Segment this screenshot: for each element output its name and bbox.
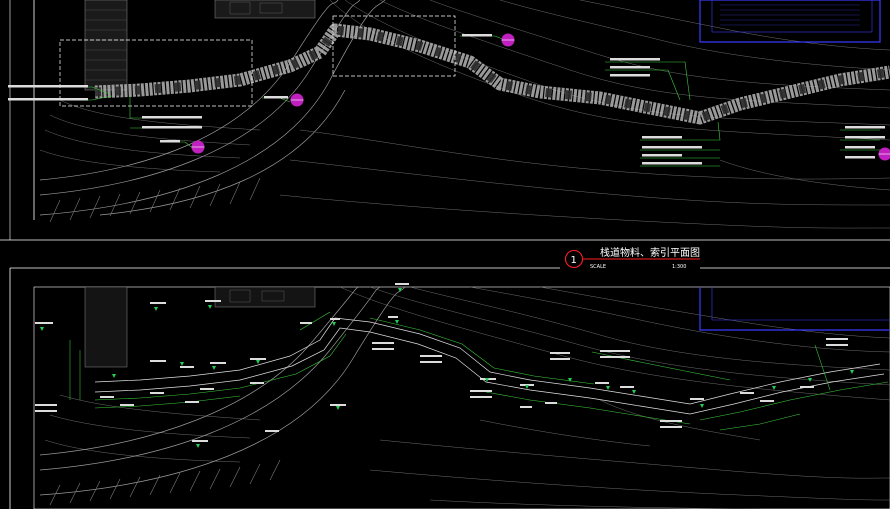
elevation-triangle-icon (772, 386, 776, 390)
elevation-triangle-icon (606, 386, 610, 390)
elevation-triangle-icon (208, 305, 212, 309)
top-hatching (49, 177, 261, 223)
elevation-triangle-icon (336, 406, 340, 410)
elevation-triangle-icon (395, 320, 399, 324)
section-number: 1 (571, 255, 577, 266)
elevation-triangle-icon (180, 362, 184, 366)
elevation-triangle-icon (808, 378, 812, 382)
bottom-road (39, 286, 406, 496)
elevation-triangle-icon (398, 288, 402, 292)
top-viewport (0, 0, 890, 241)
bottom-plaza (84, 286, 316, 368)
top-walkway (94, 23, 890, 125)
elevation-triangle-icon (154, 307, 158, 311)
section-circle-icon (564, 249, 584, 269)
bottom-hatching (49, 459, 281, 506)
section-title: 栈道物料、索引平面图 (600, 246, 700, 259)
top-building (699, 0, 881, 43)
bottom-contours (44, 286, 890, 509)
detail-box-center (332, 15, 456, 77)
index-circle-icon (191, 140, 205, 154)
bottom-viewport-frame (33, 286, 890, 509)
section-scale-value: 1:300 (672, 264, 686, 270)
top-road (39, 0, 386, 216)
section-scale-label: SCALE (590, 264, 606, 270)
elevation-triangle-icon (256, 360, 260, 364)
top-annotation-marks (8, 34, 885, 165)
section-title-block: 1 栈道物料、索引平面图 SCALE 1:300 (564, 246, 700, 270)
top-contours (39, 0, 890, 229)
elevation-triangle-icon (525, 385, 529, 389)
elevation-triangle-icon (632, 390, 636, 394)
dimension-lines (69, 311, 889, 431)
index-circle-icon (501, 33, 515, 47)
elevation-triangle-icon (485, 378, 489, 382)
bottom-building (699, 287, 890, 331)
elevation-triangle-icon (568, 378, 572, 382)
index-circle-icon (290, 93, 304, 107)
elevation-markers (40, 288, 854, 448)
elevation-triangle-icon (850, 370, 854, 374)
index-circle-icon (878, 147, 890, 161)
elevation-triangle-icon (212, 366, 216, 370)
elevation-triangle-icon (700, 404, 704, 408)
elevation-triangle-icon (40, 327, 44, 331)
elevation-triangle-icon (112, 374, 116, 378)
elevation-triangle-icon (196, 444, 200, 448)
bottom-viewport (9, 267, 890, 509)
bottom-walkway (94, 317, 885, 415)
elevation-triangle-icon (332, 322, 336, 326)
detail-box-left (59, 39, 253, 107)
top-plaza (84, 0, 316, 91)
